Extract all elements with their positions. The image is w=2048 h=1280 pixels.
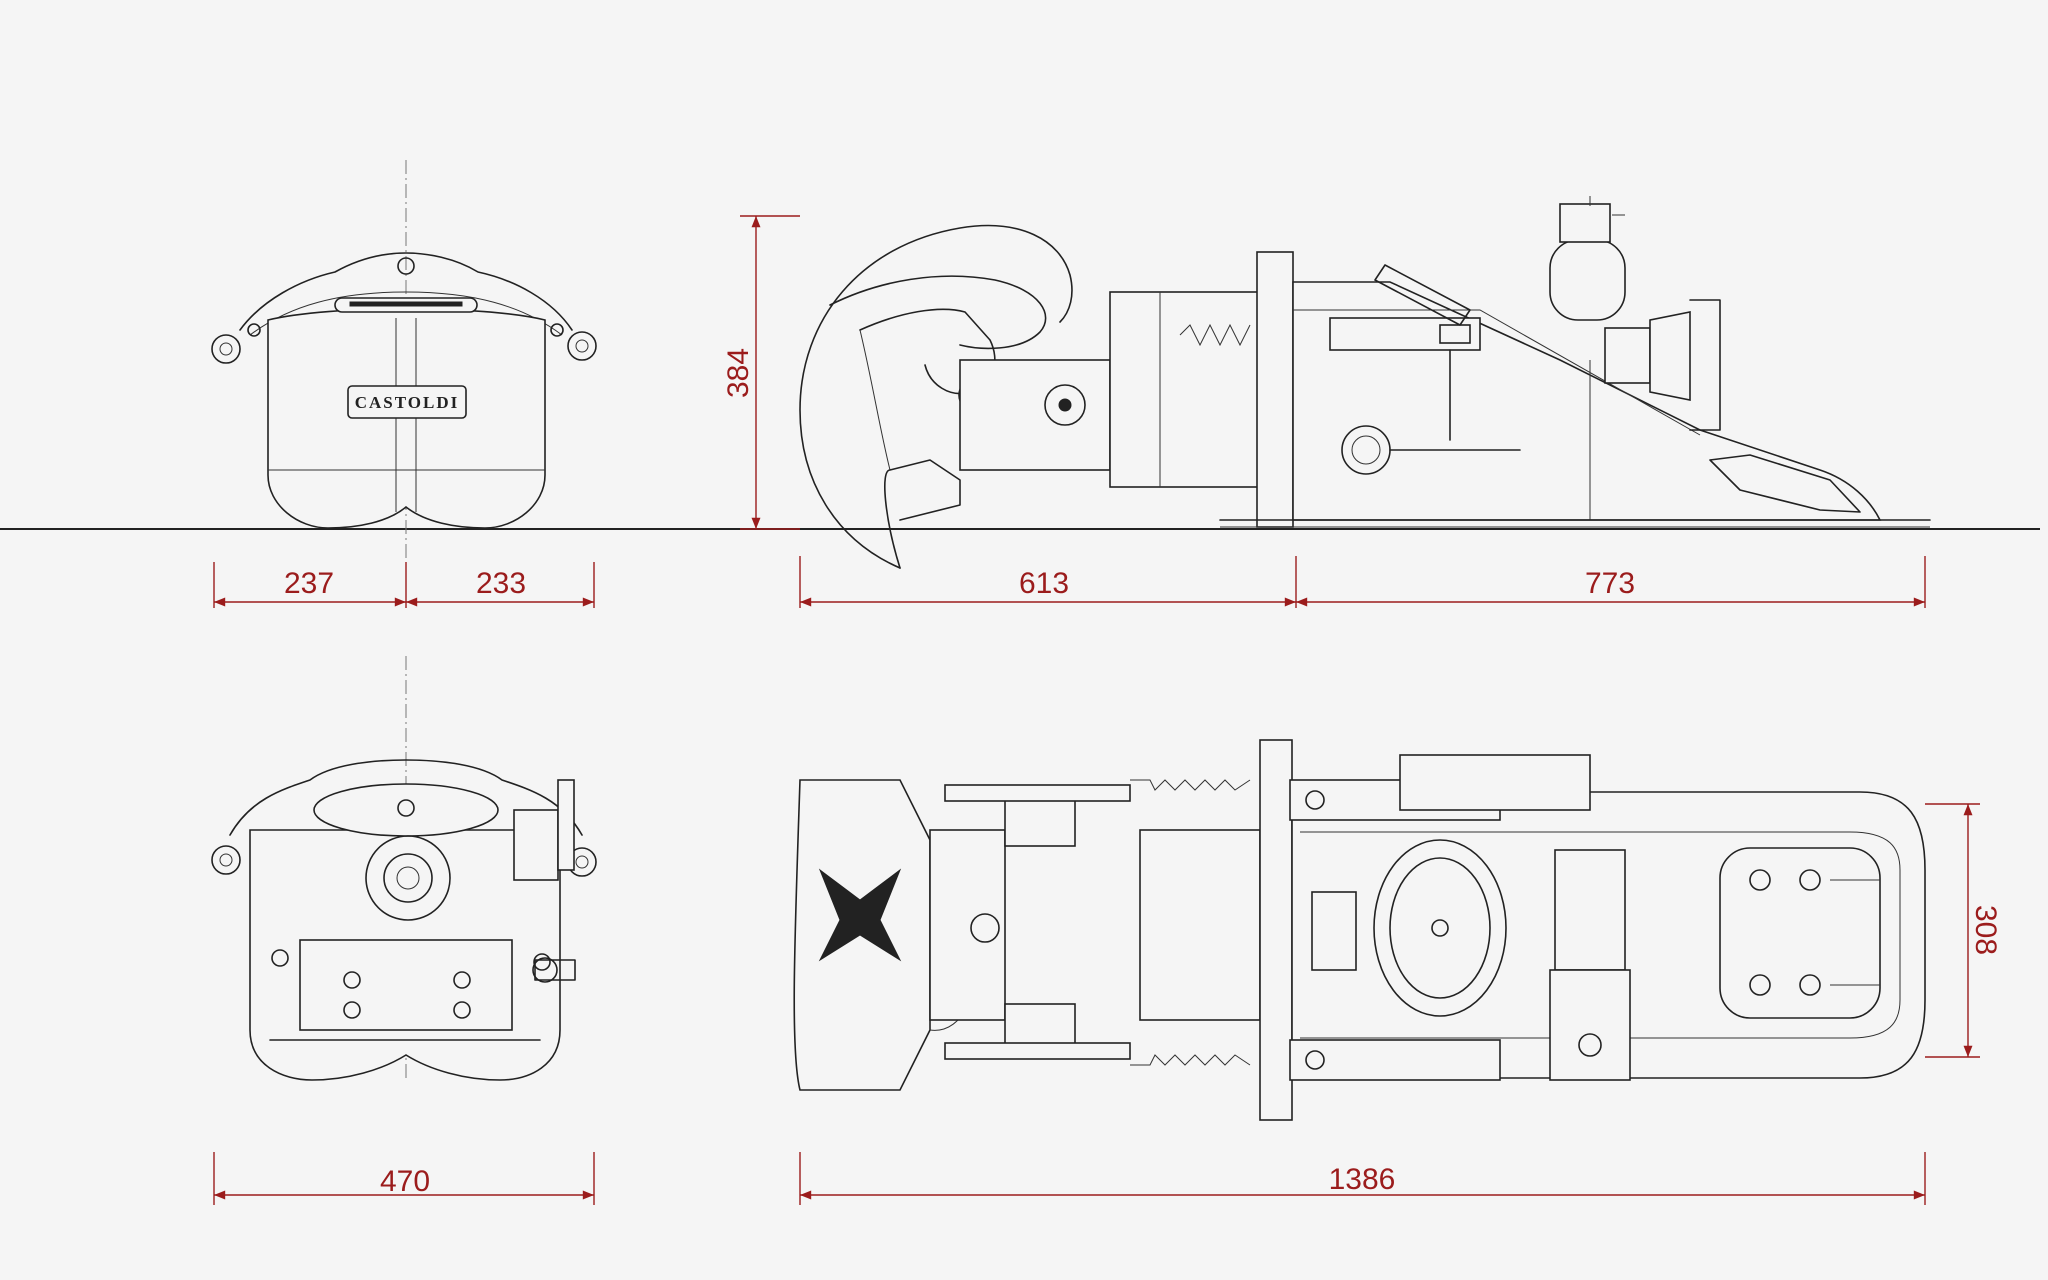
side-height-label: 384 bbox=[722, 348, 755, 398]
side-length-dimensions: 613 773 bbox=[799, 556, 1926, 608]
plan-width-label: 308 bbox=[1969, 905, 2002, 955]
side-body-length-label: 773 bbox=[1585, 567, 1635, 600]
brand-label: CASTOLDI bbox=[355, 393, 460, 412]
plan-length-dimension: 1386 bbox=[799, 1152, 1926, 1205]
side-height-dimension: 384 bbox=[722, 215, 800, 530]
front-width-dimensions: 237 233 bbox=[213, 562, 595, 608]
side-view bbox=[799, 196, 1931, 569]
plan-total-length-label: 1386 bbox=[1329, 1163, 1396, 1196]
plan-width-dimension: 308 bbox=[1925, 803, 2002, 1058]
front-left-half-width-label: 237 bbox=[284, 567, 334, 600]
front-view: CASTOLDI bbox=[211, 160, 597, 610]
front-right-half-width-label: 233 bbox=[476, 567, 526, 600]
side-bowl-length-label: 613 bbox=[1019, 567, 1069, 600]
rear-width-dimension: 470 bbox=[213, 1152, 595, 1205]
plan-view bbox=[793, 739, 1926, 1121]
rear-view bbox=[211, 656, 597, 1081]
rear-total-width-label: 470 bbox=[380, 1165, 430, 1198]
